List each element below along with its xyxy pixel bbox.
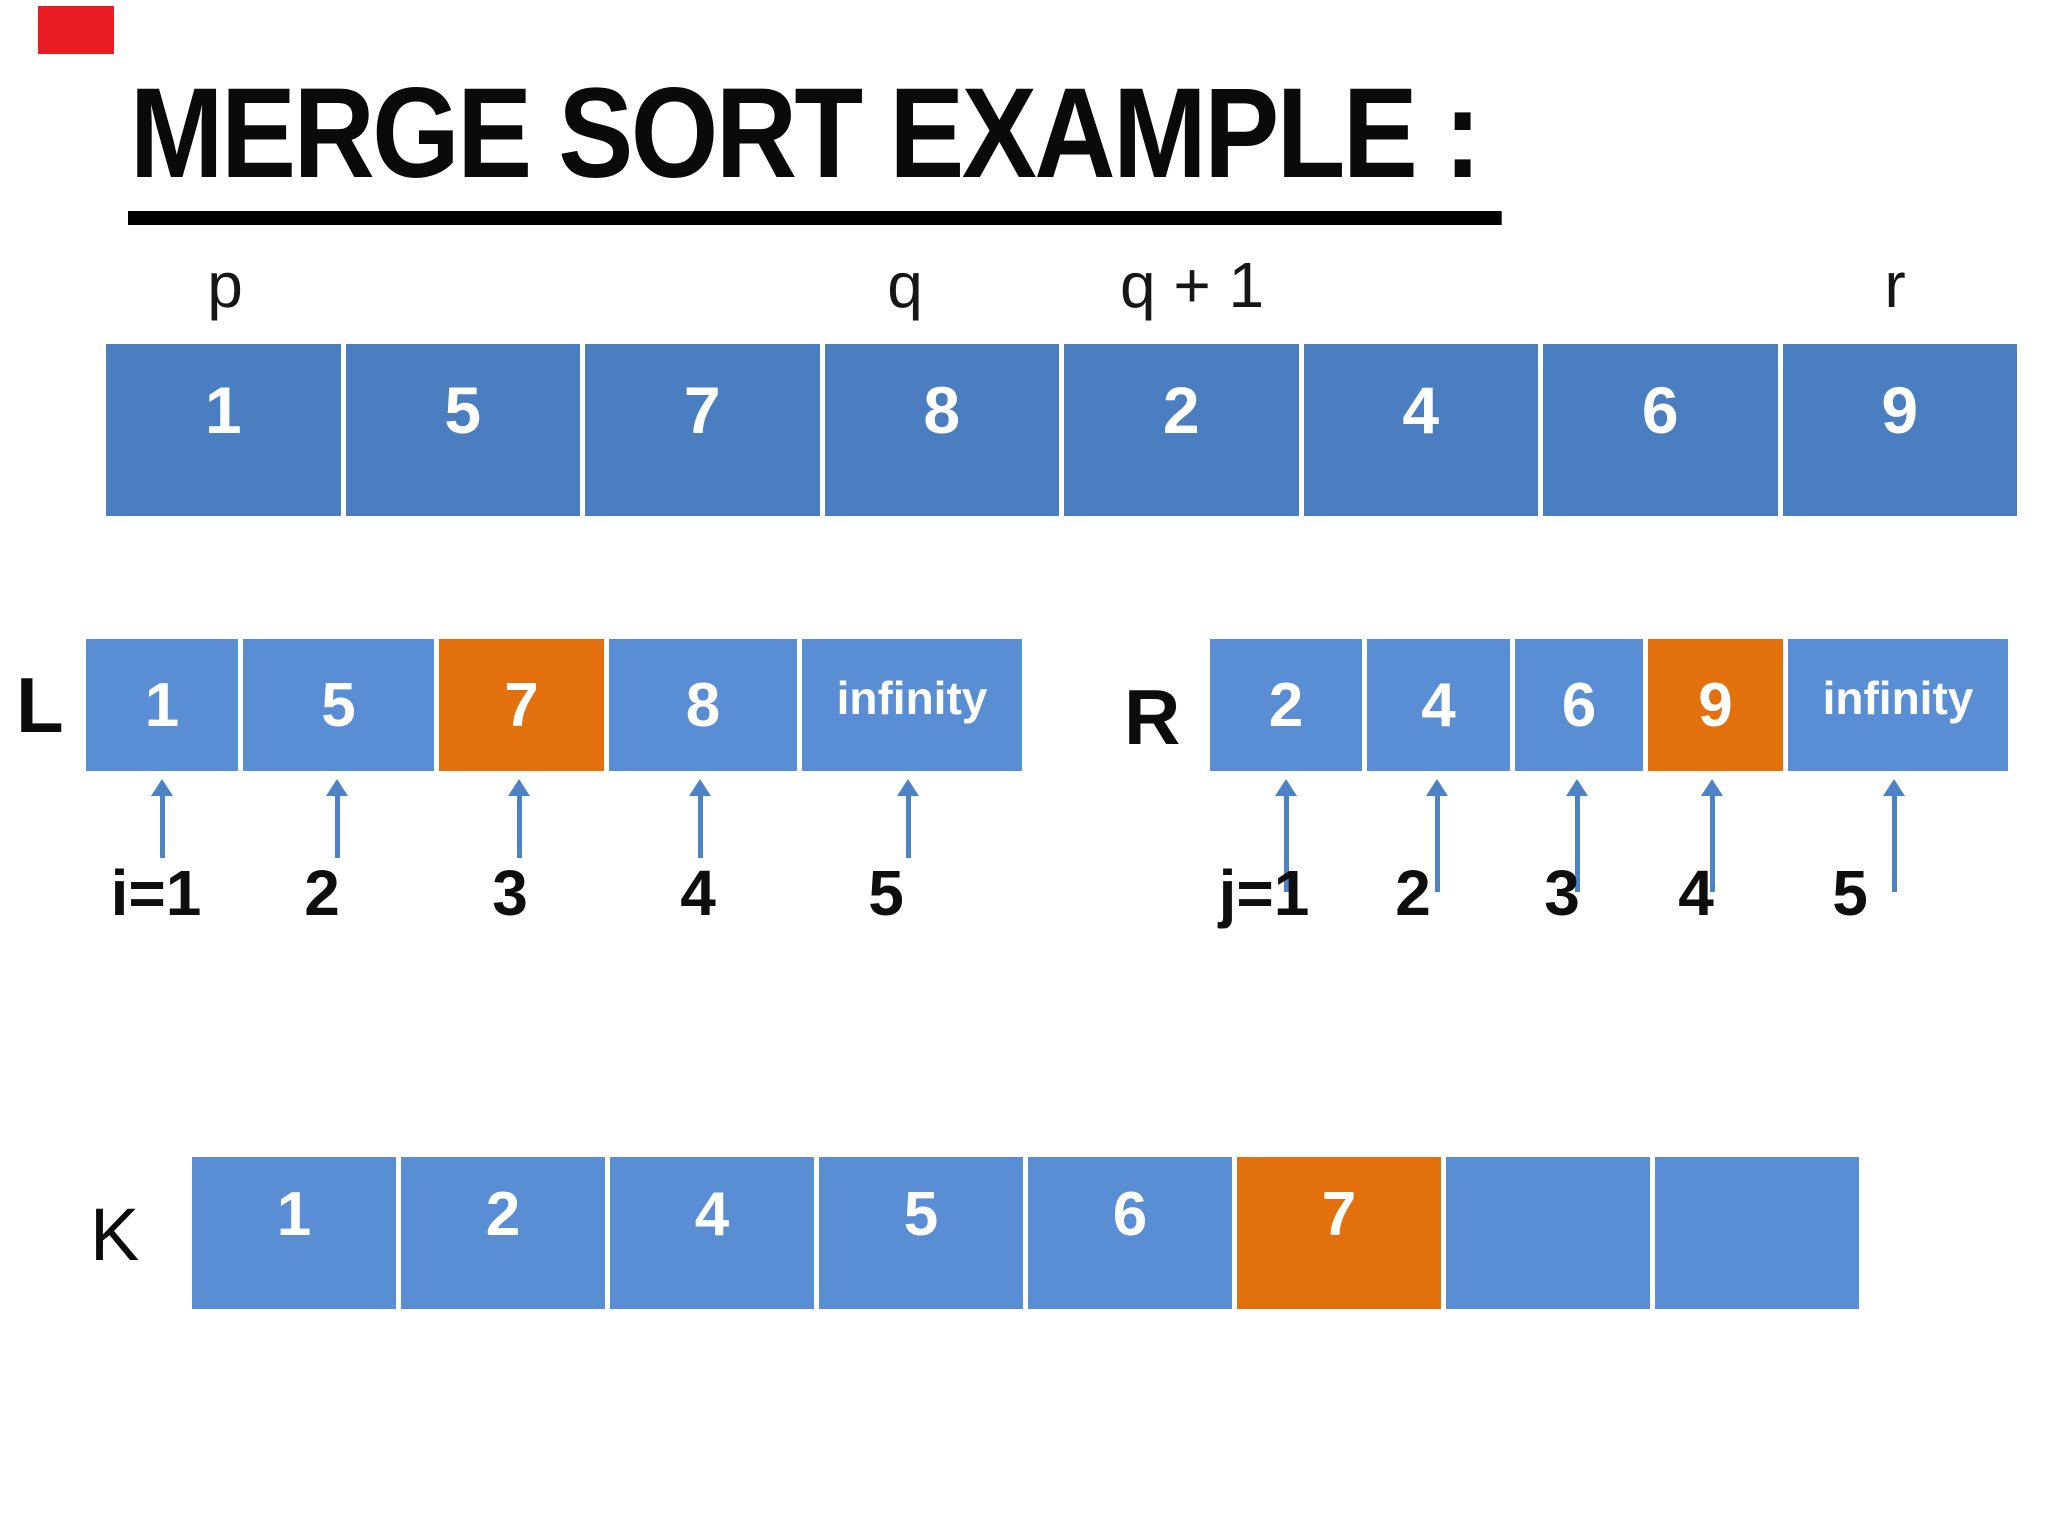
output-array-label: K xyxy=(90,1193,140,1276)
slide-title: MERGE SORT EXAMPLE : xyxy=(128,60,1502,226)
left-array-label: L xyxy=(16,661,64,749)
up-arrow-icon xyxy=(150,779,174,858)
array-cell: 1 xyxy=(192,1157,396,1309)
index-label: 3 xyxy=(492,857,528,929)
index-label: 2 xyxy=(304,857,340,929)
array-cell: 5 xyxy=(345,344,580,516)
output-array: 1 2 4 5 6 7 xyxy=(192,1157,1859,1309)
array-cell: 6 xyxy=(1543,344,1778,516)
array-cell-highlighted: 7 xyxy=(1237,1157,1441,1309)
array-cell: 8 xyxy=(609,639,797,771)
up-arrow-icon xyxy=(507,779,531,858)
left-array: 1 5 7 8 infinity xyxy=(86,639,1022,771)
up-arrow-icon xyxy=(896,779,920,858)
index-label: 4 xyxy=(680,857,716,929)
pointer-label-q-plus-1: q + 1 xyxy=(1119,249,1265,321)
array-cell-highlighted: 7 xyxy=(439,639,604,771)
array-cell: 2 xyxy=(401,1157,605,1309)
array-cell-highlighted: 9 xyxy=(1648,639,1783,771)
index-label: 5 xyxy=(1832,857,1868,929)
array-cell: 4 xyxy=(1303,344,1538,516)
pointer-label-p: p xyxy=(207,249,243,321)
up-arrow-icon xyxy=(325,779,349,858)
index-label-i: i=1 xyxy=(110,857,202,929)
index-label-j: j=1 xyxy=(1218,857,1310,929)
array-cell: 2 xyxy=(1210,639,1362,771)
array-cell: 4 xyxy=(610,1157,814,1309)
array-cell-empty xyxy=(1446,1157,1650,1309)
right-array-label: R xyxy=(1124,673,1181,761)
array-cell: 4 xyxy=(1367,639,1510,771)
index-label: 3 xyxy=(1544,857,1580,929)
up-arrow-icon xyxy=(1882,779,1906,892)
array-cell-infinity: infinity xyxy=(1788,639,2008,771)
up-arrow-icon xyxy=(688,779,712,858)
index-label: 5 xyxy=(868,857,904,929)
array-cell-infinity: infinity xyxy=(802,639,1022,771)
array-cell: 7 xyxy=(585,344,820,516)
array-cell: 1 xyxy=(106,344,341,516)
array-cell: 6 xyxy=(1515,639,1643,771)
right-array: 2 4 6 9 infinity xyxy=(1210,639,2008,771)
array-cell: 5 xyxy=(243,639,434,771)
pointer-label-q: q xyxy=(887,249,923,321)
array-cell-empty xyxy=(1655,1157,1859,1309)
array-cell: 1 xyxy=(86,639,238,771)
index-label: 4 xyxy=(1678,857,1714,929)
array-cell: 6 xyxy=(1028,1157,1232,1309)
top-array: 1 5 7 8 2 4 6 9 xyxy=(106,344,2017,516)
red-marker xyxy=(38,6,114,54)
pointer-label-r: r xyxy=(1884,249,1906,321)
index-label: 2 xyxy=(1395,857,1431,929)
array-cell: 8 xyxy=(824,344,1059,516)
array-cell: 5 xyxy=(819,1157,1023,1309)
array-cell: 9 xyxy=(1782,344,2017,516)
array-cell: 2 xyxy=(1064,344,1299,516)
